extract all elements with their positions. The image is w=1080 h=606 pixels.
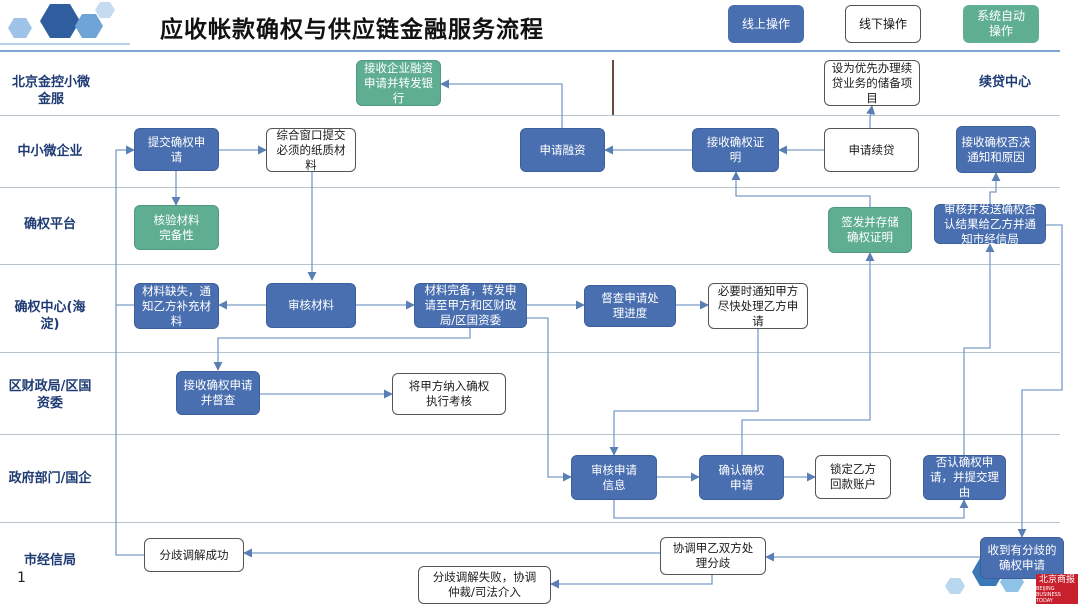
node-mediation-fail: 分歧调解失败，协调仲裁/司法介入	[418, 566, 551, 604]
node-lock-account: 锁定乙方回款账户	[815, 455, 891, 499]
node-notify-party-a: 必要时通知甲方尽快处理乙方申请	[708, 283, 808, 329]
node-receive-reject: 接收确权否决通知和原因	[956, 126, 1036, 173]
node-coordinate: 协调甲乙双方处理分歧	[660, 537, 766, 575]
lane-divider	[0, 264, 1060, 265]
node-text: 接收确权否决通知和原因	[961, 134, 1031, 164]
lane-label-renewal: 续贷中心	[955, 74, 1055, 91]
node-text: 收到有分歧的确权申请	[987, 543, 1057, 572]
node-forward-request: 材料完备，转发申请至甲方和区财政局/区国资委	[414, 283, 527, 328]
node-review-info: 审核申请信息	[571, 455, 657, 500]
node-apply-financing: 申请融资	[520, 128, 605, 172]
node-text: 确认确权申请	[718, 462, 765, 492]
node-text: 接收企业融资申请并转发银行	[364, 60, 433, 105]
node-priority-project: 设为优先办理续贷业务的储备项目	[824, 60, 920, 106]
node-text: 申请融资	[539, 142, 586, 157]
lane-label-district: 区财政局/区国资委	[8, 378, 92, 412]
lane-divider	[0, 50, 1060, 52]
legend-online-label: 线上操作	[741, 16, 790, 31]
node-mediation-success: 分歧调解成功	[144, 538, 244, 572]
legend-offline-label: 线下操作	[858, 16, 907, 31]
watermark-main: 北京商报	[1038, 575, 1075, 585]
hex-decoration-top-left	[0, 2, 130, 45]
node-deny-request: 否认确权申请，并提交理由	[923, 455, 1006, 500]
lane-label-text: 确权平台	[23, 217, 76, 232]
node-text: 设为优先办理续贷业务的储备项目	[831, 60, 913, 105]
node-supervise-progress: 督查申请处理进度	[584, 285, 676, 327]
node-issue-cert: 签发并存储确权证明	[828, 207, 912, 253]
lane-label-text: 北京金控小微金服	[11, 75, 90, 107]
node-review-reject: 审核并发送确权否认结果给乙方并通知市经信局	[934, 201, 1046, 246]
lane-label-text: 市经信局	[23, 553, 76, 568]
lane-divider	[0, 115, 1060, 116]
legend-offline: 线下操作	[845, 5, 921, 43]
node-text: 提交确权申请	[147, 134, 206, 164]
node-missing-materials: 材料缺失，通知乙方补充材料	[134, 283, 219, 329]
lane-label-text: 确权中心(海淀)	[14, 300, 86, 332]
node-text: 申请续贷	[848, 142, 895, 157]
page-title: 应收帐款确权与供应链金融服务流程	[160, 17, 544, 43]
node-apply-renewal: 申请续贷	[824, 128, 919, 172]
lane-divider	[0, 522, 1060, 523]
node-receive-financing: 接收企业融资申请并转发银行	[356, 60, 441, 106]
lane-label-beijing: 北京金控小微金服	[6, 74, 96, 108]
lane-label-gov: 政府部门/国企	[0, 470, 100, 487]
lane-label-sme: 中小微企业	[0, 143, 100, 160]
lane-label-text: 续贷中心	[978, 75, 1031, 90]
node-include-assessment: 将甲方纳入确权执行考核	[392, 373, 506, 415]
node-paper-materials: 综合窗口提交必须的纸质材料	[266, 128, 356, 172]
node-text: 将甲方纳入确权执行考核	[408, 379, 490, 408]
node-text: 综合窗口提交必须的纸质材料	[276, 127, 346, 172]
node-receive-cert: 接收确权证明	[692, 128, 779, 172]
lane-label-center: 确权中心(海淀)	[8, 299, 92, 333]
node-text: 审核申请信息	[591, 462, 637, 492]
node-text: 否认确权申请，并提交理由	[930, 455, 999, 499]
lane-label-text: 中小微企业	[17, 144, 83, 159]
renewal-separator	[612, 60, 614, 115]
node-text: 签发并存储确权证明	[841, 215, 899, 244]
node-text: 接收确权申请并督查	[183, 378, 253, 407]
node-text: 审核并发送确权否认结果给乙方并通知市经信局	[944, 201, 1036, 246]
node-verify-materials: 核验材料完备性	[134, 205, 219, 250]
lane-label-bureau: 市经信局	[0, 552, 100, 569]
node-text: 协调甲乙双方处理分歧	[672, 541, 754, 570]
lane-label-text: 区财政局/区国资委	[8, 379, 92, 411]
node-confirm-request: 确认确权申请	[699, 455, 784, 500]
legend-online: 线上操作	[728, 5, 804, 43]
node-text: 材料缺失，通知乙方补充材料	[142, 283, 211, 328]
node-receive-supervise: 接收确权申请并督查	[176, 371, 260, 415]
node-text: 分歧调解成功	[159, 547, 229, 562]
page-number: 1	[17, 570, 26, 586]
lane-divider	[0, 187, 1060, 188]
node-submit-request: 提交确权申请	[134, 128, 219, 171]
watermark-logo: 北京商报 BEIJING BUSINESS TODAY	[1036, 574, 1078, 604]
node-text: 接收确权证明	[706, 135, 765, 164]
lane-label-platform: 确权平台	[0, 216, 100, 233]
node-receive-dispute: 收到有分歧的确权申请	[980, 537, 1064, 579]
node-text: 核验材料完备性	[153, 212, 200, 242]
node-text: 必要时通知甲方尽快处理乙方申请	[717, 283, 799, 328]
node-review-materials: 审核材料	[266, 283, 356, 328]
legend-auto: 系统自动操作	[963, 5, 1039, 43]
node-text: 分歧调解失败，协调仲裁/司法介入	[432, 570, 537, 599]
node-text: 审核材料	[288, 298, 334, 312]
lane-divider	[0, 352, 1060, 353]
lane-divider	[0, 434, 1060, 435]
node-text: 材料完备，转发申请至甲方和区财政局/区国资委	[424, 283, 517, 327]
node-text: 锁定乙方回款账户	[830, 462, 876, 491]
node-text: 督查申请处理进度	[601, 291, 659, 320]
watermark-sub: BEIJING BUSINESS TODAY	[1036, 586, 1061, 604]
lane-label-text: 政府部门/国企	[8, 471, 92, 486]
legend-auto-label: 系统自动操作	[976, 9, 1025, 38]
